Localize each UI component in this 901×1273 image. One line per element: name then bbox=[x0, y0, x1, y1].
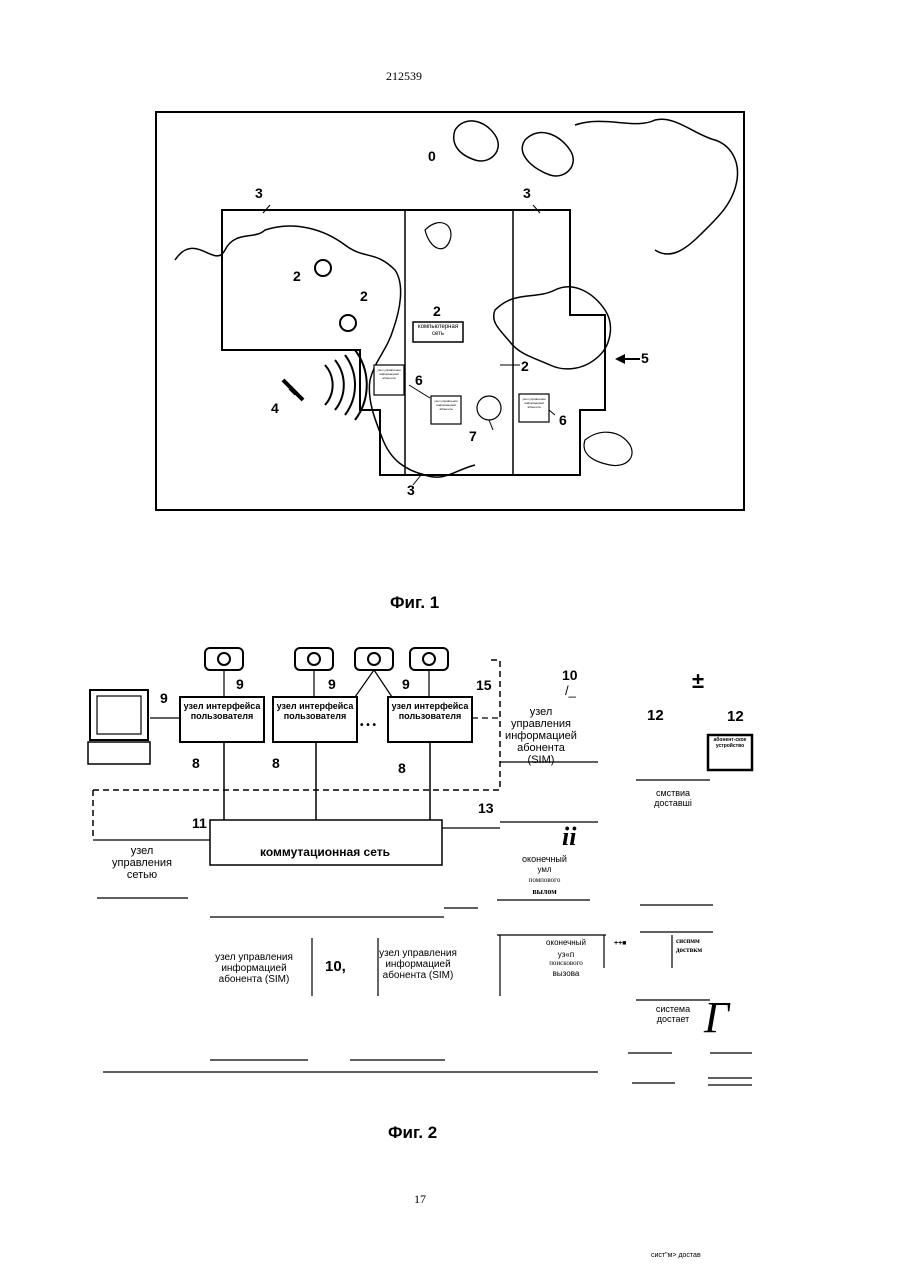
fig1-label-2c: 2 bbox=[433, 303, 441, 319]
fig2-label-10-slash: /_ bbox=[565, 683, 576, 698]
fig1-label-4: 4 bbox=[271, 400, 279, 416]
fig2-label-8b: 8 bbox=[272, 755, 280, 771]
fig1-label-6a: 6 bbox=[415, 372, 423, 388]
fig2-label-8c: 8 bbox=[398, 760, 406, 776]
fig2-label-13: 13 bbox=[478, 800, 494, 816]
paging-node-1-l2: умл bbox=[512, 865, 577, 874]
fig2-label-12a: 12 bbox=[647, 707, 664, 724]
page-number-bottom: 17 bbox=[414, 1193, 426, 1206]
ui-node-box-2: узел интерфейса пользователя bbox=[276, 701, 354, 721]
fig1-label-5: 5 bbox=[641, 350, 649, 366]
fig2-label-12b: 12 bbox=[727, 708, 744, 725]
fig1-label-2b: 2 bbox=[360, 288, 368, 304]
paging-node-2-l1: оконечный bbox=[533, 938, 599, 947]
ellipsis-dots: • • • bbox=[360, 720, 376, 731]
fig1-label-3a: 3 bbox=[255, 185, 263, 201]
sim-node-top-label: узел управления информацией абонента (SI… bbox=[505, 706, 577, 766]
fig1-map-drawing bbox=[155, 110, 747, 512]
ui-node-box-3: узел интерфейса пользователя bbox=[391, 701, 469, 721]
fig2-label-9b: 9 bbox=[160, 690, 168, 706]
fig2-label-10b: 10, bbox=[325, 958, 346, 975]
ui-node-box-1: узел интерфейса пользователя bbox=[183, 701, 261, 721]
delivery-system-2: сиспмм доствкм bbox=[676, 937, 716, 955]
fig1-label-3c: 3 bbox=[407, 482, 415, 498]
fig1-tiny-box-a: узел управления информацией абонента bbox=[374, 368, 404, 380]
paging-node-1-l1: оконечный bbox=[512, 854, 577, 864]
fig2-caption: Фиг. 2 bbox=[388, 1123, 437, 1143]
fig1-caption: Фиг. 1 bbox=[390, 593, 439, 613]
fig1-label-2d: 2 bbox=[521, 358, 529, 374]
fig1-label-6b: 6 bbox=[559, 412, 567, 428]
fig2-label-10: 10 bbox=[562, 667, 578, 683]
figure-1: 3 3 3 0 2 2 2 2 4 5 6 6 7 компьютерная с… bbox=[155, 110, 747, 512]
paging-node-1-l4: вылом bbox=[512, 887, 577, 896]
fig2-label-11: 11 bbox=[192, 815, 207, 831]
fig2-label-9a: 9 bbox=[236, 676, 244, 692]
delivery-system-3: система достает bbox=[640, 1004, 706, 1024]
delivery-system-1: смствиа доставші bbox=[640, 788, 706, 808]
fig2-label-9c: 9 bbox=[328, 676, 336, 692]
fig1-label-3b: 3 bbox=[523, 185, 531, 201]
fig1-label-2a: 2 bbox=[293, 268, 301, 284]
plus-minus-mark: ± bbox=[692, 668, 704, 694]
small-mark: ++■ bbox=[614, 940, 626, 947]
fig1-tiny-box-c: узел управления информацией абонента bbox=[519, 397, 549, 409]
network-ctrl-node: узел управления сетью bbox=[100, 845, 184, 881]
fig2-label-15: 15 bbox=[476, 677, 492, 693]
ii-mark: ii bbox=[562, 822, 576, 852]
switching-network: коммутационная сеть bbox=[250, 846, 400, 859]
fig1-label-7: 7 bbox=[469, 428, 477, 444]
delivery-system-4: сист"м> достав bbox=[651, 1251, 711, 1260]
fig1-tiny-box-b: узел управления информацией абонента bbox=[431, 399, 461, 411]
big-gamma-mark: Г bbox=[704, 996, 729, 1040]
sim-node-bottom-mid: узел управления информацией абонента (SI… bbox=[378, 948, 458, 981]
paging-node-2-l3: поискового bbox=[533, 959, 599, 967]
paging-node-2-l4: вызова bbox=[533, 969, 599, 978]
paging-node-1-l3: помпового bbox=[512, 876, 577, 884]
fig1-label-0: 0 bbox=[428, 148, 436, 164]
sim-node-bottom-left: узел управления информацией абонента (SI… bbox=[214, 952, 294, 985]
paging-node-2-l2: уз«п bbox=[533, 950, 599, 959]
fig2-label-8a: 8 bbox=[192, 755, 200, 771]
fig2-label-9d: 9 bbox=[402, 676, 410, 692]
page-number-top: 212539 bbox=[386, 70, 446, 83]
subscriber-device-box: абонент-ское устройство bbox=[709, 737, 751, 749]
fig1-computer-network-box: компьютерная сеть bbox=[413, 324, 463, 338]
